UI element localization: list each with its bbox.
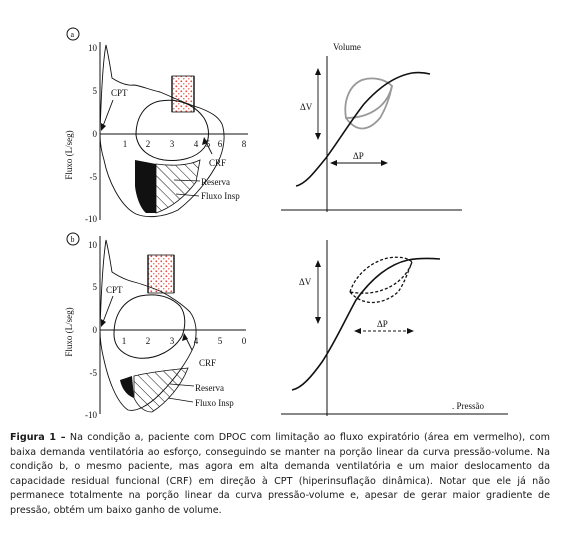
panel-a-cpt-label: CPT — [111, 88, 128, 98]
panel-b-ytick-neg10: -10 — [85, 410, 97, 420]
panel-b-ytick-0: 0 — [93, 325, 98, 335]
panel-b-delta-v: ΔV — [299, 277, 312, 287]
panel-b-pressure-volume: . Pressão ΔV ΔP — [281, 240, 508, 416]
panel-b-crf-label: CRF — [199, 358, 216, 368]
panel-b-pressure-label: . Pressão — [452, 401, 484, 411]
panel-b-y-axis-label: Fluxo (L/seg) — [64, 307, 74, 356]
panel-a-fluxo-insp-label: Fluxo Insp — [201, 191, 240, 201]
panel-a-ytick-10: 10 — [88, 43, 98, 53]
panel-a-ytick-5: 5 — [93, 86, 98, 96]
panel-a-pv-title: Volume — [333, 42, 361, 52]
panel-a-xtick-6: 6 — [218, 139, 223, 149]
panel-a-pressure-volume: Volume ΔV ΔP — [281, 42, 462, 212]
panel-b-max-envelope — [99, 239, 197, 411]
panel-b-ytick-5: 5 — [93, 282, 98, 292]
panel-a-hatched-reserve — [155, 159, 201, 214]
panel-a-pv-loop — [344, 77, 393, 119]
panel-b-xtick-1: 1 — [122, 336, 127, 346]
panel-a-xtick-5: 5 — [206, 139, 211, 149]
panel-b-xtick-2: 2 — [146, 336, 151, 346]
panel-a-crf-label: CRF — [209, 158, 226, 168]
panel-b-ytick-neg5: -5 — [90, 368, 98, 378]
panel-b-xtick-4: 4 — [194, 336, 199, 346]
panel-a-xtick-4: 4 — [194, 139, 199, 149]
figure-caption-label: Figura 1 – — [10, 432, 66, 443]
panel-b-xtick-0: 0 — [242, 336, 247, 346]
panel-a-xtick-8: 8 — [242, 139, 247, 149]
panel-a-xtick-2: 2 — [146, 139, 151, 149]
figure-caption-text: Na condição a, paciente com DPOC com lim… — [10, 432, 550, 516]
panel-a-pv-curve — [295, 71, 431, 187]
panel-a-ytick-neg10: -10 — [85, 214, 97, 224]
panel-b-xtick-3: 3 — [170, 336, 175, 346]
panel-a-y-axis-label: Fluxo (L/seg) — [64, 130, 74, 179]
panel-b-flow-volume: b Fluxo (L/seg) 10 5 0 -5 -10 1 2 3 4 5 … — [64, 232, 247, 420]
panel-a-max-envelope — [99, 44, 225, 218]
figure-caption: Figura 1 – Na condição a, paciente com D… — [10, 431, 550, 519]
panel-a-delta-p: ΔP — [353, 151, 364, 161]
panel-b-marker-circle — [66, 232, 80, 246]
panel-b-fluxo-insp-label: Fluxo Insp — [195, 398, 234, 408]
panel-a-marker: a — [71, 30, 75, 39]
panel-b-hatched-reserve — [133, 367, 189, 413]
panel-b-pv-curve — [291, 257, 441, 391]
panel-a-flow-volume: a Fluxo (L/seg) 10 5 0 -5 -10 1 2 3 4 5 … — [64, 27, 248, 224]
panel-a-xtick-3: 3 — [170, 139, 175, 149]
panel-b-ytick-10: 10 — [88, 240, 98, 250]
panel-a-xtick-1: 1 — [123, 139, 128, 149]
panel-b-marker: b — [71, 235, 75, 244]
panel-a-reserva-label: Reserva — [201, 177, 230, 187]
panel-b-tidal-loop — [113, 294, 186, 359]
panel-b-black-reserve — [120, 376, 134, 398]
panel-a-delta-v: ΔV — [300, 102, 313, 112]
panel-a-black-reserve — [135, 160, 156, 213]
panel-b-red-area — [147, 254, 175, 294]
panel-a-marker-circle — [66, 27, 80, 41]
panel-b-delta-p: ΔP — [377, 319, 388, 329]
panel-b-cpt-label: CPT — [106, 285, 123, 295]
panel-b-pv-loop — [349, 256, 413, 294]
panel-a-ytick-neg5: -5 — [90, 172, 98, 182]
panel-b-xtick-5: 5 — [218, 336, 223, 346]
panel-a-ytick-0: 0 — [93, 129, 98, 139]
panel-a-red-area — [171, 75, 195, 113]
panel-b-reserva-label: Reserva — [195, 383, 224, 393]
panel-a-tidal-loop — [135, 99, 209, 161]
